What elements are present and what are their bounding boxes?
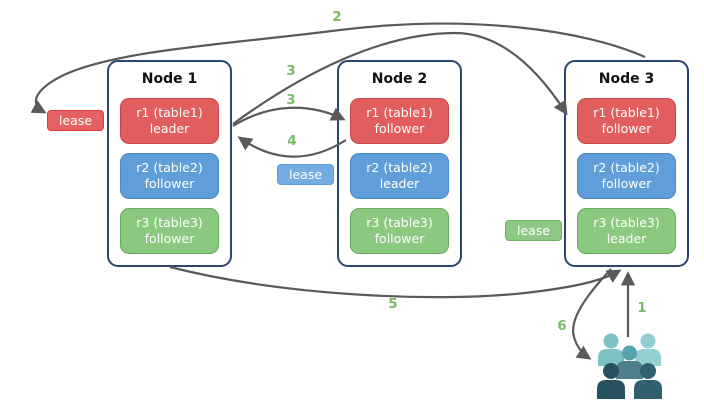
node-3-replica-r2: r2 (table2) follower	[577, 153, 676, 199]
replica-label: r2 (table2)	[366, 159, 433, 175]
replica-role: follower	[144, 176, 195, 191]
replica-role: follower	[601, 176, 652, 191]
replica-role: leader	[149, 121, 190, 136]
lease-badge-table1: lease	[47, 110, 105, 131]
node-1-replica-r1: r1 (table1) leader	[120, 98, 219, 144]
step-4-label: 4	[287, 133, 297, 149]
node-2-box: Node 2 r1 (table1) follower r2 (table2) …	[337, 60, 462, 267]
step-3b-label: 3	[286, 92, 296, 108]
lease-badge-table3: lease	[505, 220, 563, 241]
step-1-label: 1	[637, 300, 647, 316]
node-2-replica-r1: r1 (table1) follower	[350, 98, 449, 144]
node-1-replica-r3: r3 (table3) follower	[120, 208, 219, 254]
arrow-step-5	[169, 265, 622, 299]
node-3-replica-r3: r3 (table3) leader	[577, 208, 676, 254]
node-1-replica-r2: r2 (table2) follower	[120, 153, 219, 199]
replica-role: follower	[601, 121, 652, 136]
node-3-box: Node 3 r1 (table1) follower r2 (table2) …	[564, 60, 689, 267]
node-2-title: Node 2	[371, 71, 428, 87]
replica-role: follower	[374, 231, 425, 246]
node-1-box: Node 1 r1 (table1) leader r2 (table2) fo…	[107, 60, 232, 267]
replica-label: r1 (table1)	[593, 104, 660, 120]
node-3-title: Node 3	[598, 71, 655, 87]
arrow-step-3-node2	[232, 106, 346, 127]
node-2-replica-r2: r2 (table2) leader	[350, 153, 449, 199]
node-1-title: Node 1	[141, 71, 198, 87]
replica-label: r3 (table3)	[136, 214, 203, 230]
replica-label: r3 (table3)	[366, 214, 433, 230]
users-icon	[597, 333, 662, 399]
replica-label: r2 (table2)	[136, 159, 203, 175]
replica-label: r1 (table1)	[366, 104, 433, 120]
node-3-replica-r1: r1 (table1) follower	[577, 98, 676, 144]
replica-role: leader	[379, 176, 420, 191]
replica-role: follower	[144, 231, 195, 246]
arrow-step-6	[572, 268, 612, 360]
replica-role: leader	[606, 231, 647, 246]
lease-badge-table2: lease	[277, 164, 335, 185]
replica-label: r2 (table2)	[593, 159, 660, 175]
replica-label: r3 (table3)	[593, 214, 660, 230]
replica-role: follower	[374, 121, 425, 136]
step-6-label: 6	[557, 318, 567, 334]
node-2-replica-r3: r3 (table3) follower	[350, 208, 449, 254]
step-5-label: 5	[388, 296, 398, 312]
step-3a-label: 3	[286, 63, 296, 79]
step-2-label: 2	[332, 9, 342, 25]
replica-label: r1 (table1)	[136, 104, 203, 120]
